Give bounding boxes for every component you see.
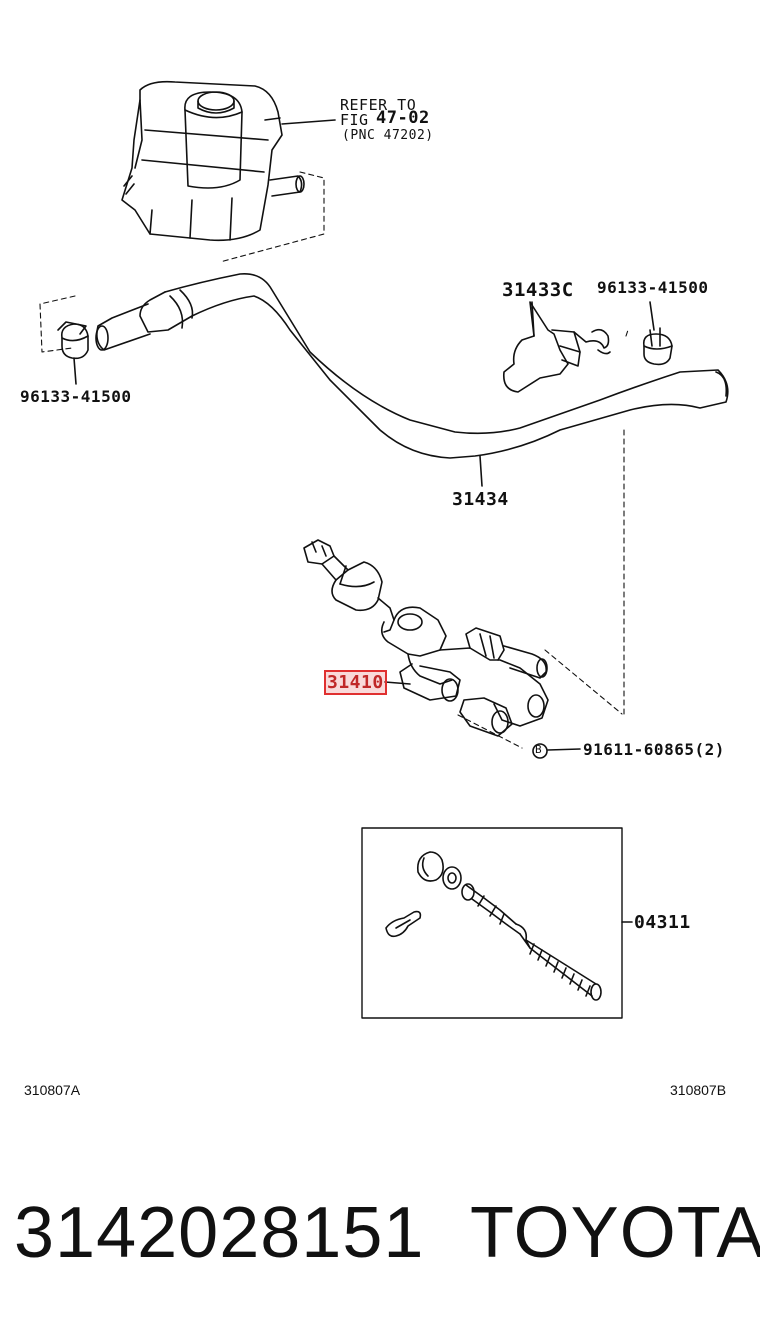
leader-clamp-right [649,301,655,331]
label-hose: 31434 [452,489,509,510]
parts-diagram [39,80,729,1019]
hose-clamp-right [642,327,673,366]
return-hose [95,273,729,459]
reference-leader [281,119,336,125]
leader-master-cylinder [384,681,411,685]
footer-part-number: 3142028151 [14,1193,425,1273]
snap-ring [416,851,444,882]
label-clamp-left: 96133-41500 [20,387,132,406]
washer [442,866,462,890]
clip-pin [385,910,422,938]
piston-rod [461,883,602,1001]
reference-note-fig-label: FIG [340,111,369,129]
master-cylinder [303,539,549,737]
label-bracket: 31433C [502,279,574,301]
footer-brand: TOYOTA [470,1193,760,1273]
label-master-cylinder[interactable]: 31410 [324,670,387,695]
hose-bracket [502,301,611,393]
label-kit: 04311 [634,912,691,933]
reference-note-line1: REFER TO [340,96,417,114]
kit-box [361,827,623,1019]
circle-marker-letter: B [535,743,543,756]
hose-clamp-left [57,321,89,360]
leader-clamp-left [73,357,77,385]
reference-note-pnc: (PNC 47202) [342,128,434,143]
diagram-code-left: 310807A [24,1082,81,1098]
reference-note-fig-number: 47-02 [376,108,430,128]
diagram-code-right: 310807B [670,1082,727,1098]
leader-bracket [531,301,535,337]
label-clamp-right: 96133-41500 [597,278,709,297]
label-bolt: 91611-60865(2) [583,740,725,759]
bolt-marker [532,743,581,759]
reservoir-tank [121,80,305,242]
leader-hose [479,455,483,487]
